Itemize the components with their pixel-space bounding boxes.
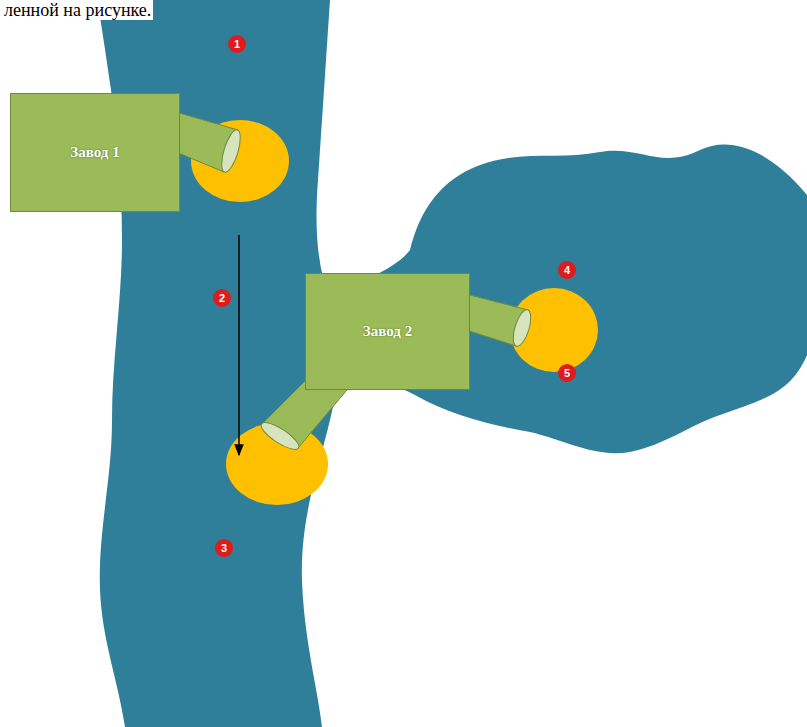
factory-name: Завод 2 [363,323,412,340]
pipe-mouth [218,128,244,174]
callout-number: 3 [215,539,233,557]
callout-number: 4 [558,261,576,279]
pipe-mouth [510,308,534,348]
discharge-spot [510,288,598,372]
heading-fragment: ленной на рисунке. [2,0,153,20]
flow-arrow [238,235,240,455]
callout-number: 2 [213,289,231,307]
callout-number: 1 [228,35,246,53]
factory-box: Завод 2 [305,273,470,390]
callout-number: 5 [558,364,576,382]
factory-box: Завод 1 [10,93,180,212]
factory-name: Завод 1 [70,144,119,161]
pipe-mouth [258,418,303,454]
